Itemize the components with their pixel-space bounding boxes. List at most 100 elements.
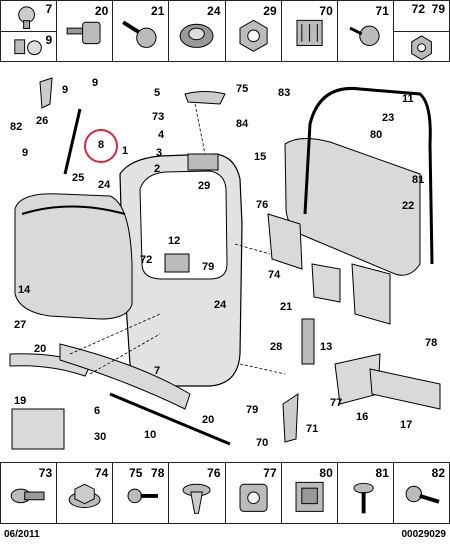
tailgate-window-opening — [139, 170, 228, 280]
callout-27: 27 — [14, 319, 27, 331]
callout-15: 15 — [254, 151, 267, 163]
callout-10: 10 — [144, 429, 157, 441]
fastener-cell-82[interactable]: 82 — [393, 462, 450, 524]
fastener-cell-24[interactable]: 24 — [169, 0, 226, 62]
callout-6: 6 — [94, 405, 101, 417]
fastener-cell-72[interactable]: 72 79 — [393, 1, 449, 32]
callout-71: 71 — [306, 423, 319, 435]
callout-79: 79 — [202, 261, 215, 273]
hex-nut-icon — [239, 19, 268, 52]
callout-9: 9 — [22, 147, 29, 159]
callout-79: 79 — [246, 404, 259, 416]
pan-screw-icon — [349, 25, 380, 47]
fastener-cell-21[interactable]: 21 — [113, 0, 170, 62]
fastener-cell-75-78[interactable]: 75 78 — [113, 462, 170, 524]
callout-80: 80 — [370, 129, 383, 141]
flange-bolt-icon — [10, 488, 45, 504]
fastener-cell-29[interactable]: 29 — [225, 0, 282, 62]
fastener-cell-20[interactable]: 20 — [57, 0, 114, 62]
callout-24: 24 — [214, 299, 227, 311]
insulation-pad-b — [311, 263, 341, 303]
callout-74: 74 — [268, 269, 281, 281]
fastener-label: 20 — [94, 4, 109, 18]
callout-22: 22 — [402, 200, 415, 212]
fastener-cell-77[interactable]: 77 — [225, 462, 282, 524]
captive-nut-icon — [295, 481, 324, 512]
callout-25: 25 — [72, 172, 85, 184]
fastener-label: 79 — [431, 2, 445, 16]
fastener-cell-73[interactable]: 73 — [0, 462, 58, 524]
callout-78: 78 — [425, 337, 438, 349]
hex-flange-nut-icon — [411, 34, 432, 60]
fastener-cell-80[interactable]: 80 — [281, 462, 338, 524]
callout-30: 30 — [94, 431, 107, 443]
callout-3: 3 — [156, 147, 163, 159]
callout-8: 8 — [98, 139, 105, 151]
fastener-label: 81 — [375, 466, 389, 480]
fastener-label: 29 — [263, 4, 277, 18]
tailgate-exploded-diagram — [9, 77, 441, 450]
latch-12 — [164, 253, 190, 273]
bottom-fastener-strip: 73 74 75 78 76 77 80 81 82 — [0, 462, 450, 524]
callout-82: 82 — [10, 121, 23, 133]
flange-nut-icon — [68, 483, 101, 508]
callout-9: 9 — [92, 77, 99, 89]
fastener-cell-74[interactable]: 74 — [57, 462, 114, 524]
callout-28: 28 — [270, 341, 283, 353]
plug-screw-icon — [66, 21, 101, 45]
pin-clip-icon — [353, 482, 374, 514]
callout-11: 11 — [402, 93, 414, 105]
callout-7: 7 — [154, 365, 161, 377]
callout-73: 73 — [152, 111, 165, 123]
callout-23: 23 — [382, 112, 395, 124]
fastener-cell-7-9[interactable]: 7 9 — [0, 0, 58, 62]
rivet-icon — [18, 6, 35, 30]
fastener-cell-81[interactable]: 81 — [337, 462, 394, 524]
callout-24: 24 — [98, 179, 111, 191]
callout-20: 20 — [34, 343, 47, 355]
fastener-label: 24 — [207, 4, 221, 18]
glass-seal-line — [21, 205, 126, 215]
callout-75: 75 — [236, 83, 249, 95]
callout-72: 72 — [140, 254, 153, 266]
callout-2: 2 — [154, 163, 161, 175]
fastener-label: 21 — [151, 4, 165, 18]
callout-19: 19 — [14, 395, 27, 407]
weather-seal — [303, 86, 434, 265]
fastener-cell-72-79[interactable]: 72 79 — [393, 0, 450, 62]
fastener-label: 7 — [45, 2, 53, 16]
fastener-label: 72 — [411, 2, 425, 16]
rear-glass — [14, 193, 133, 320]
hinge — [39, 77, 53, 109]
trim-10 — [109, 392, 231, 446]
insulation-pad-a — [267, 213, 303, 270]
callout-4: 4 — [158, 129, 165, 141]
callout-83: 83 — [278, 87, 291, 99]
fastener-cell-76[interactable]: 76 — [169, 462, 226, 524]
fastener-label: 76 — [207, 466, 221, 480]
callout-77: 77 — [330, 397, 343, 409]
grommet-icon — [180, 23, 214, 48]
gas-strut — [63, 108, 82, 175]
fastener-cell-70[interactable]: 70 — [281, 0, 338, 62]
callout-5: 5 — [154, 87, 161, 99]
fastener-cell-71[interactable]: 71 — [337, 0, 394, 62]
top-fastener-strip: 7 9 20 21 24 29 70 71 72 79 — [0, 0, 450, 62]
fastener-label: 70 — [319, 4, 333, 18]
fastener-cell-79[interactable] — [394, 32, 449, 62]
callout-12: 12 — [168, 235, 181, 247]
callout-70: 70 — [256, 437, 269, 449]
callout-13: 13 — [320, 341, 333, 353]
fastener-cell-7[interactable]: 7 — [1, 1, 57, 32]
fastener-label: 77 — [263, 466, 277, 480]
fastener-cell-9[interactable]: 9 — [1, 32, 56, 62]
handle-5 — [184, 91, 226, 105]
callout-81: 81 — [412, 174, 425, 186]
fastener-label: 74 — [94, 466, 109, 480]
trim-6 — [59, 343, 191, 410]
callout-17: 17 — [400, 419, 413, 431]
highlight-circle — [84, 129, 118, 163]
trim-strip-17 — [369, 368, 441, 410]
fastener-label: 73 — [38, 466, 53, 480]
fastener-label: 82 — [431, 466, 445, 480]
